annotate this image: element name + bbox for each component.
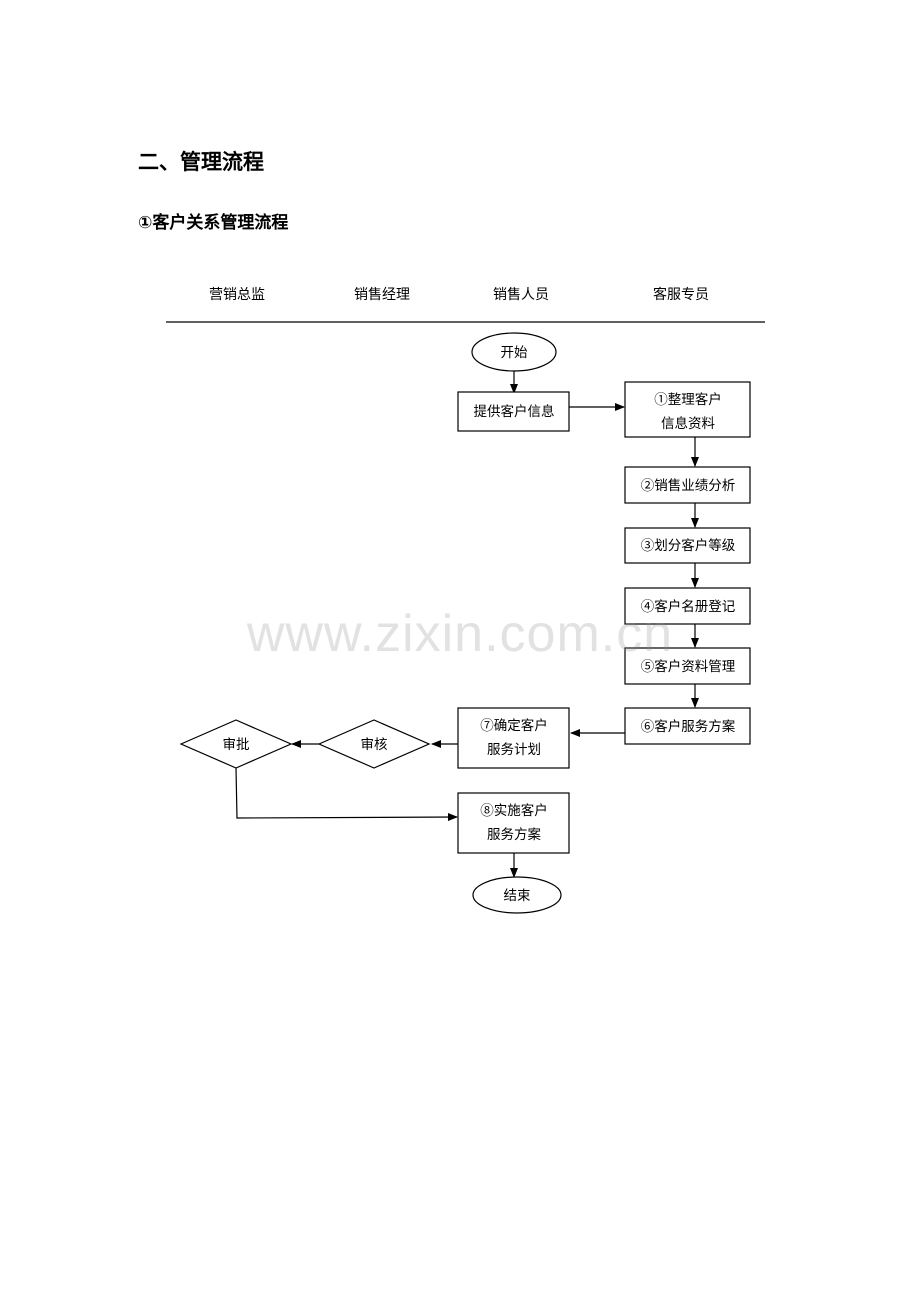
confirm-plan-box [457, 707, 570, 769]
confirm-plan-label-line2: 服务计划 [487, 742, 541, 758]
service-plan-label: ⑥客户服务方案 [641, 718, 736, 735]
provide-info-box [457, 391, 570, 432]
approve-label: 审批 [223, 737, 250, 753]
register-box [624, 587, 751, 625]
classify-label: ③划分客户等级 [641, 537, 736, 554]
data-manage-box [624, 647, 751, 685]
subsection-title: ①客户关系管理流程 [138, 213, 289, 233]
sales-analysis-box [624, 466, 751, 504]
review-decision [317, 719, 431, 769]
arrow-approve-to-implement [235, 767, 458, 822]
lane-header-customer-service: 客服专员 [653, 287, 709, 303]
start-label: 开始 [501, 345, 529, 361]
organize-info-label-line2: 信息资料 [661, 415, 715, 432]
organize-info-box [624, 381, 751, 438]
implement-plan-label-line2: 服务方案 [487, 826, 541, 843]
lane-header-sales-manager: 销售经理 [354, 287, 410, 303]
watermark: www.zixin.com.cn [246, 605, 674, 663]
implement-plan-box [457, 792, 570, 854]
sales-analysis-label: ②销售业绩分析 [641, 478, 736, 494]
service-plan-box [624, 707, 751, 745]
review-label: 审核 [361, 737, 388, 753]
end-terminal [472, 876, 562, 914]
lane-header-salesperson: 销售人员 [493, 287, 549, 303]
end-label: 结束 [504, 888, 532, 904]
start-terminal [471, 332, 557, 372]
section-title: 二、管理流程 [138, 150, 264, 174]
approve-decision [179, 719, 293, 769]
lane-header-marketing-director: 营销总监 [209, 287, 265, 303]
classify-box [624, 527, 751, 564]
data-manage-label: ⑤客户资料管理 [641, 658, 736, 675]
confirm-plan-label-line1: ⑦确定客户 [480, 717, 548, 734]
organize-info-label-line1: ①整理客户 [654, 391, 722, 408]
implement-plan-label-line1: ⑧实施客户 [480, 802, 548, 819]
register-label: ④客户名册登记 [641, 598, 736, 615]
provide-info-label: 提供客户信息 [474, 403, 555, 420]
